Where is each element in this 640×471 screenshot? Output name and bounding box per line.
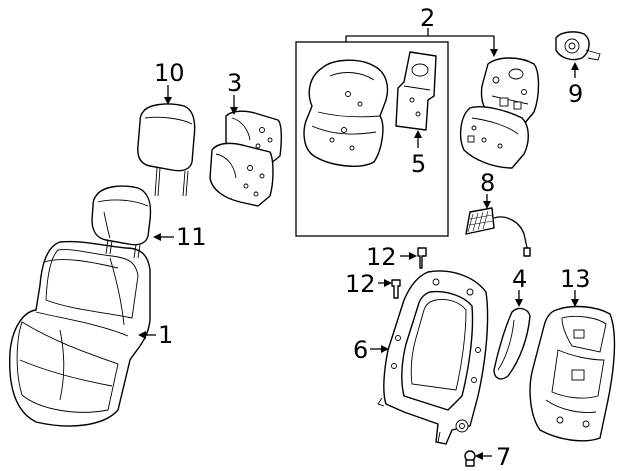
callout-2: 2 bbox=[420, 4, 435, 32]
callout-7: 7 bbox=[496, 443, 511, 471]
callout-11: 11 bbox=[176, 223, 207, 251]
part-11-headrest bbox=[91, 185, 152, 259]
callout-1: 1 bbox=[158, 321, 173, 349]
kit-2-box bbox=[295, 41, 449, 237]
part-9-clip bbox=[555, 31, 601, 61]
callout-8: 8 bbox=[480, 169, 495, 197]
kit-2-lower-panel bbox=[459, 106, 529, 169]
part-7-bolt bbox=[464, 450, 476, 467]
callout-labels: 1 2 3 4 5 6 7 8 9 10 11 12 12 13 bbox=[154, 4, 591, 471]
callout-3: 3 bbox=[227, 69, 242, 97]
callout-9: 9 bbox=[568, 80, 583, 108]
callout-6: 6 bbox=[353, 336, 368, 364]
part-4-bolster bbox=[493, 307, 531, 380]
part-6-frame bbox=[377, 270, 489, 445]
callout-12-upper: 12 bbox=[366, 243, 397, 271]
part-12-pin-lower bbox=[391, 279, 401, 299]
callout-12-lower: 12 bbox=[345, 270, 376, 298]
callout-13: 13 bbox=[560, 265, 591, 293]
part-8-lumbar bbox=[465, 207, 531, 257]
callout-5: 5 bbox=[411, 150, 426, 178]
part-5-bracket bbox=[395, 51, 437, 131]
kit-2-upper-panel bbox=[480, 57, 540, 125]
callout-4: 4 bbox=[512, 265, 527, 293]
kit-2-seat-panel bbox=[303, 59, 389, 167]
part-12-pin-upper bbox=[417, 247, 427, 269]
callout-10: 10 bbox=[154, 59, 185, 87]
part-1-seat-back bbox=[9, 240, 151, 427]
leader-lines bbox=[138, 28, 579, 460]
part-3-cover-panels bbox=[209, 110, 283, 207]
part-13-pad bbox=[529, 305, 616, 442]
part-10-headrest bbox=[137, 103, 196, 197]
